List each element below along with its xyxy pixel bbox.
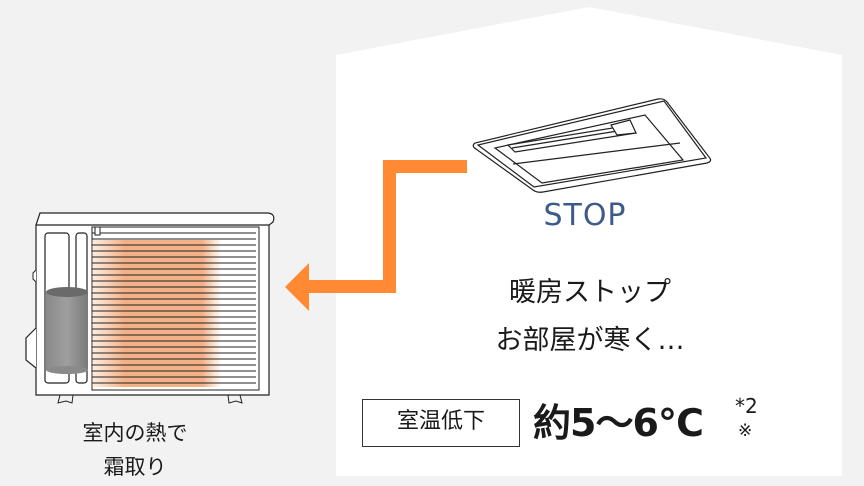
heating-stop-message: 暖房ストップ — [509, 277, 671, 308]
house-shape — [336, 7, 842, 476]
footnote-marker-2: *2 — [735, 394, 758, 418]
room-cold-message: お部屋が寒く… — [495, 325, 685, 356]
outdoor-ac-unit-icon — [25, 212, 275, 404]
footnote-reference-mark: ※ — [738, 421, 753, 441]
outdoor-unit-caption-line2: 霜取り — [103, 455, 167, 479]
indoor-unit-status-label: STOP — [543, 198, 627, 233]
outdoor-unit-caption-line1: 室内の熱で — [82, 421, 188, 445]
temp-drop-value: 約5〜6℃ — [533, 401, 704, 445]
heat-flow-arrow-icon — [285, 160, 467, 311]
ceiling-cassette-ac-icon — [472, 98, 712, 193]
room-temp-drop-label: 室温低下 — [362, 399, 520, 447]
